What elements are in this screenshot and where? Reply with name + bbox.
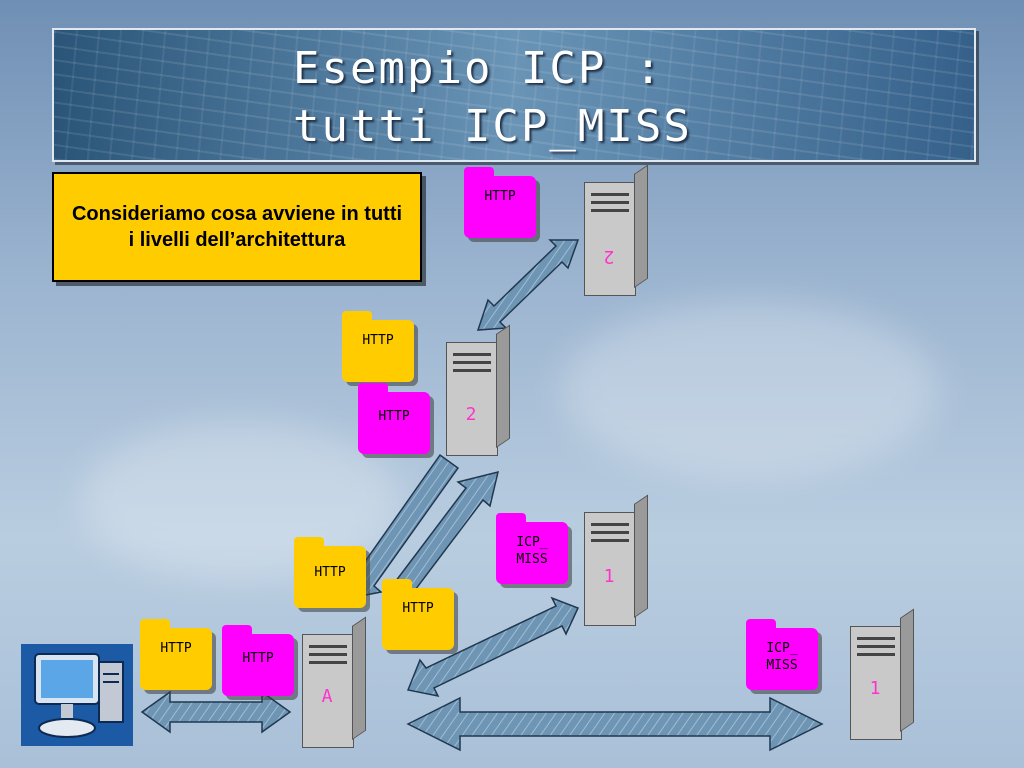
- folder-icon: HTTP: [464, 176, 536, 238]
- server-label: 1: [603, 566, 615, 587]
- computer-icon: [34, 653, 124, 738]
- server-level1-right: 1: [850, 608, 914, 740]
- double-arrow-client: [140, 690, 292, 734]
- folder-icon: ICP_MISS: [496, 522, 568, 584]
- folder-http: HTTP: [464, 167, 536, 238]
- server-tower-icon: [446, 342, 498, 456]
- server-label: 2: [603, 246, 615, 267]
- folder-icon: HTTP: [294, 546, 366, 608]
- folder-http: HTTP: [140, 619, 212, 690]
- folder-http: HTTP: [382, 579, 454, 650]
- folder-http: HTTP: [342, 311, 414, 382]
- callout-text: Consideriamo cosa avviene in tutti i liv…: [71, 203, 403, 251]
- title-line-1: Esempio ICP :: [293, 43, 664, 94]
- double-arrow-level1: [406, 596, 580, 698]
- cloud-decoration: [560, 300, 940, 480]
- folder-icp-miss: ICP_MISS: [496, 513, 568, 584]
- folder-icp-miss: ICP_MISS: [746, 619, 818, 690]
- server-level1-center: 1: [584, 494, 648, 626]
- folder-icon: HTTP: [222, 634, 294, 696]
- title-banner: [52, 28, 976, 162]
- title-line-2: tutti ICP_MISS: [293, 101, 692, 152]
- folder-http: HTTP: [294, 537, 366, 608]
- server-proxy-a: A: [302, 616, 366, 748]
- slide-title: Esempio ICP : tutti ICP_MISS: [293, 40, 893, 156]
- folder-http: HTTP: [222, 625, 294, 696]
- folder-icon: ICP_MISS: [746, 628, 818, 690]
- server-top: 2: [584, 164, 648, 296]
- folder-icon: HTTP: [358, 392, 430, 454]
- callout-box: Consideriamo cosa avviene in tutti i liv…: [52, 172, 422, 282]
- server-label: A: [321, 686, 333, 707]
- server-tower-icon: [584, 182, 636, 296]
- server-middle: 2: [446, 324, 510, 456]
- server-label: 2: [465, 404, 477, 425]
- folder-icon: HTTP: [140, 628, 212, 690]
- folder-http: HTTP: [358, 383, 430, 454]
- client-computer: [21, 644, 133, 746]
- folder-icon: HTTP: [342, 320, 414, 382]
- double-arrow-right: [406, 696, 824, 752]
- server-tower-icon: [850, 626, 902, 740]
- server-label: 1: [869, 678, 881, 699]
- server-tower-icon: [584, 512, 636, 626]
- folder-icon: HTTP: [382, 588, 454, 650]
- server-tower-icon: [302, 634, 354, 748]
- double-arrow-top: [476, 239, 580, 331]
